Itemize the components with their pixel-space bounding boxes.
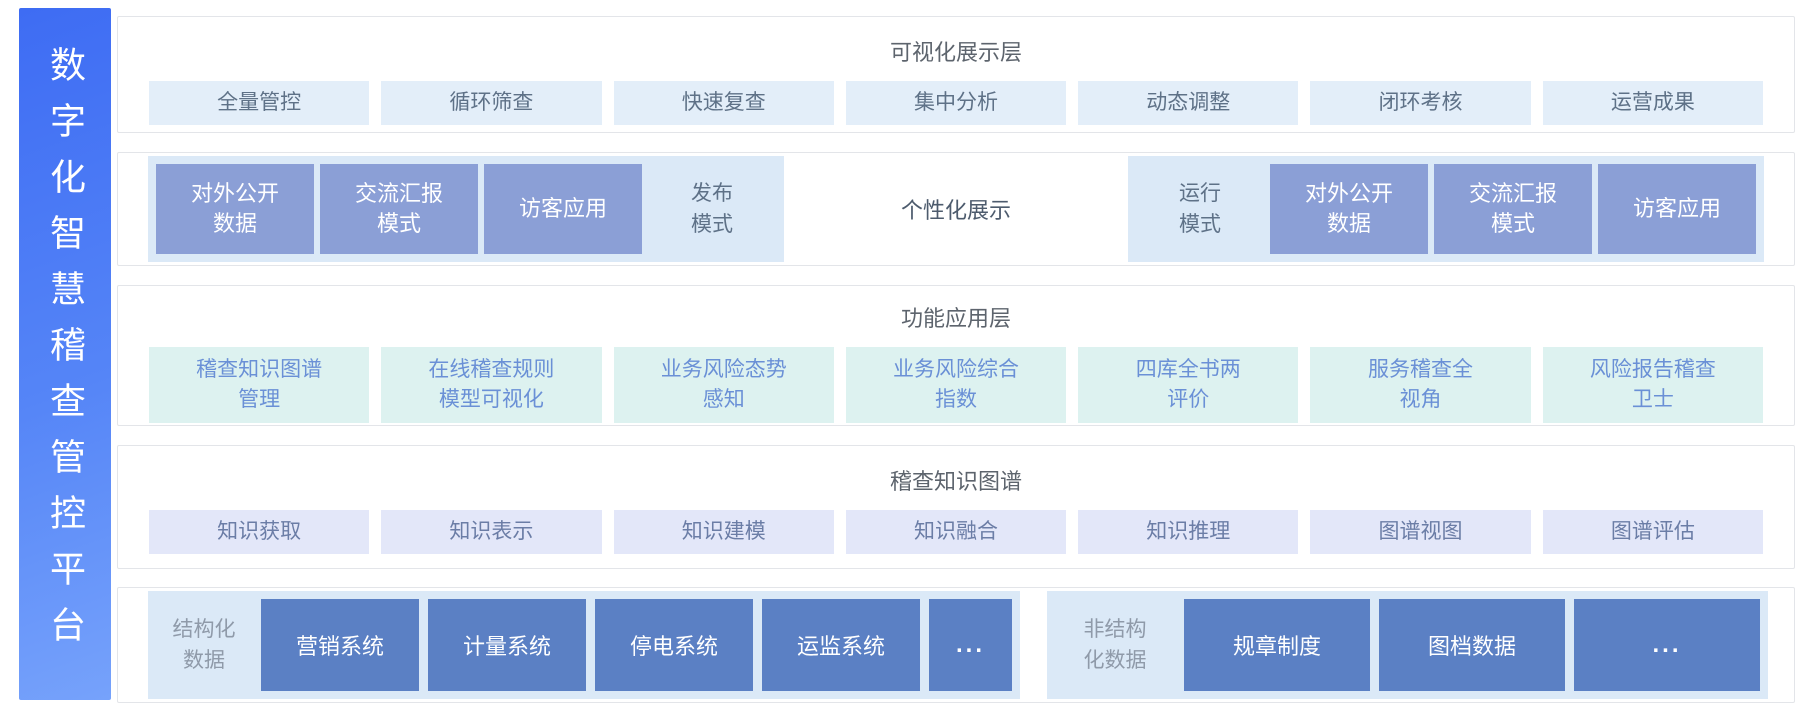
layer-visualization: 可视化展示层 全量管控 循环筛查 快速复查 集中分析 动态调整 闭环考核 运营成… [117,16,1795,133]
structured-data-item: 停电系统 [595,599,753,691]
function-item: 业务风险态势 感知 [613,347,834,423]
structured-data-item: 运监系统 [762,599,920,691]
structured-data-item: 营销系统 [261,599,419,691]
visualization-item: 全量管控 [149,81,370,125]
function-item: 四库全书两 评价 [1078,347,1299,423]
visualization-item: 快速复查 [613,81,834,125]
function-item: 风险报告稽查 卫士 [1542,347,1763,423]
layer-knowledge-graph: 稽查知识图谱 知识获取 知识表示 知识建模 知识融合 知识推理 图谱视图 图谱评… [117,445,1795,569]
function-items: 稽查知识图谱 管理 在线稽查规则 模型可视化 业务风险态势 感知 业务风险综合 … [118,333,1794,423]
platform-title-bar: 数字化智慧稽查管控平台 [19,8,111,700]
structured-data-more: ... [929,599,1012,691]
unstructured-data-item: 图档数据 [1379,599,1565,691]
function-item: 在线稽查规则 模型可视化 [381,347,602,423]
unstructured-data-item: 规章制度 [1184,599,1370,691]
layer-visualization-title: 可视化展示层 [889,40,1022,65]
function-item: 业务风险综合 指数 [845,347,1067,423]
layer-function-title: 功能应用层 [900,306,1011,331]
publish-mode-item: 访客应用 [484,164,642,254]
structured-data-panel: 结构化 数据 营销系统 计量系统 停电系统 运监系统 ... [148,591,1020,699]
platform-title: 数字化智慧稽查管控平台 [45,46,86,662]
visualization-items: 全量管控 循环筛查 快速复查 集中分析 动态调整 闭环考核 运营成果 [118,67,1794,125]
knowledge-graph-item: 知识获取 [149,510,370,554]
unstructured-data-more: ... [1574,599,1760,691]
visualization-item: 闭环考核 [1310,81,1531,125]
unstructured-data-panel: 非结构 化数据 规章制度 图档数据 ... [1047,591,1768,699]
personalized-display-label: 个性化展示 [900,198,1011,223]
publish-mode-label: 发布 模式 [691,181,733,237]
knowledge-graph-item: 知识融合 [845,510,1067,554]
layers-container: 可视化展示层 全量管控 循环筛查 快速复查 集中分析 动态调整 闭环考核 运营成… [117,0,1797,710]
function-item: 稽查知识图谱 管理 [149,347,370,423]
visualization-item: 循环筛查 [381,81,602,125]
knowledge-graph-item: 图谱评估 [1542,510,1763,554]
run-mode-item: 对外公开 数据 [1270,164,1428,254]
function-item: 服务稽查全 视角 [1310,347,1531,423]
layer-display-modes: 对外公开 数据 交流汇报 模式 访客应用 发布 模式 个性化展示 运行 模式 对… [117,152,1795,266]
run-mode-label: 运行 模式 [1179,181,1221,237]
visualization-item: 动态调整 [1078,81,1299,125]
publish-mode-item: 交流汇报 模式 [320,164,478,254]
run-mode-item: 访客应用 [1598,164,1756,254]
layer-function: 功能应用层 稽查知识图谱 管理 在线稽查规则 模型可视化 业务风险态势 感知 业… [117,285,1795,426]
layer-knowledge-graph-title: 稽查知识图谱 [889,469,1022,494]
knowledge-graph-items: 知识获取 知识表示 知识建模 知识融合 知识推理 图谱视图 图谱评估 [118,496,1794,554]
knowledge-graph-item: 知识建模 [613,510,834,554]
run-mode-panel: 运行 模式 对外公开 数据 交流汇报 模式 访客应用 [1128,156,1764,262]
structured-data-label: 结构化 数据 [172,617,236,673]
layer-data-sources: 结构化 数据 营销系统 计量系统 停电系统 运监系统 ... 非结构 化数据 规… [117,587,1795,703]
unstructured-data-label: 非结构 化数据 [1083,617,1147,673]
visualization-item: 运营成果 [1542,81,1763,125]
knowledge-graph-item: 知识表示 [381,510,602,554]
visualization-item: 集中分析 [845,81,1067,125]
knowledge-graph-item: 图谱视图 [1310,510,1531,554]
publish-mode-item: 对外公开 数据 [156,164,314,254]
structured-data-item: 计量系统 [428,599,586,691]
run-mode-item: 交流汇报 模式 [1434,164,1592,254]
knowledge-graph-item: 知识推理 [1078,510,1299,554]
publish-mode-panel: 对外公开 数据 交流汇报 模式 访客应用 发布 模式 [148,156,784,262]
